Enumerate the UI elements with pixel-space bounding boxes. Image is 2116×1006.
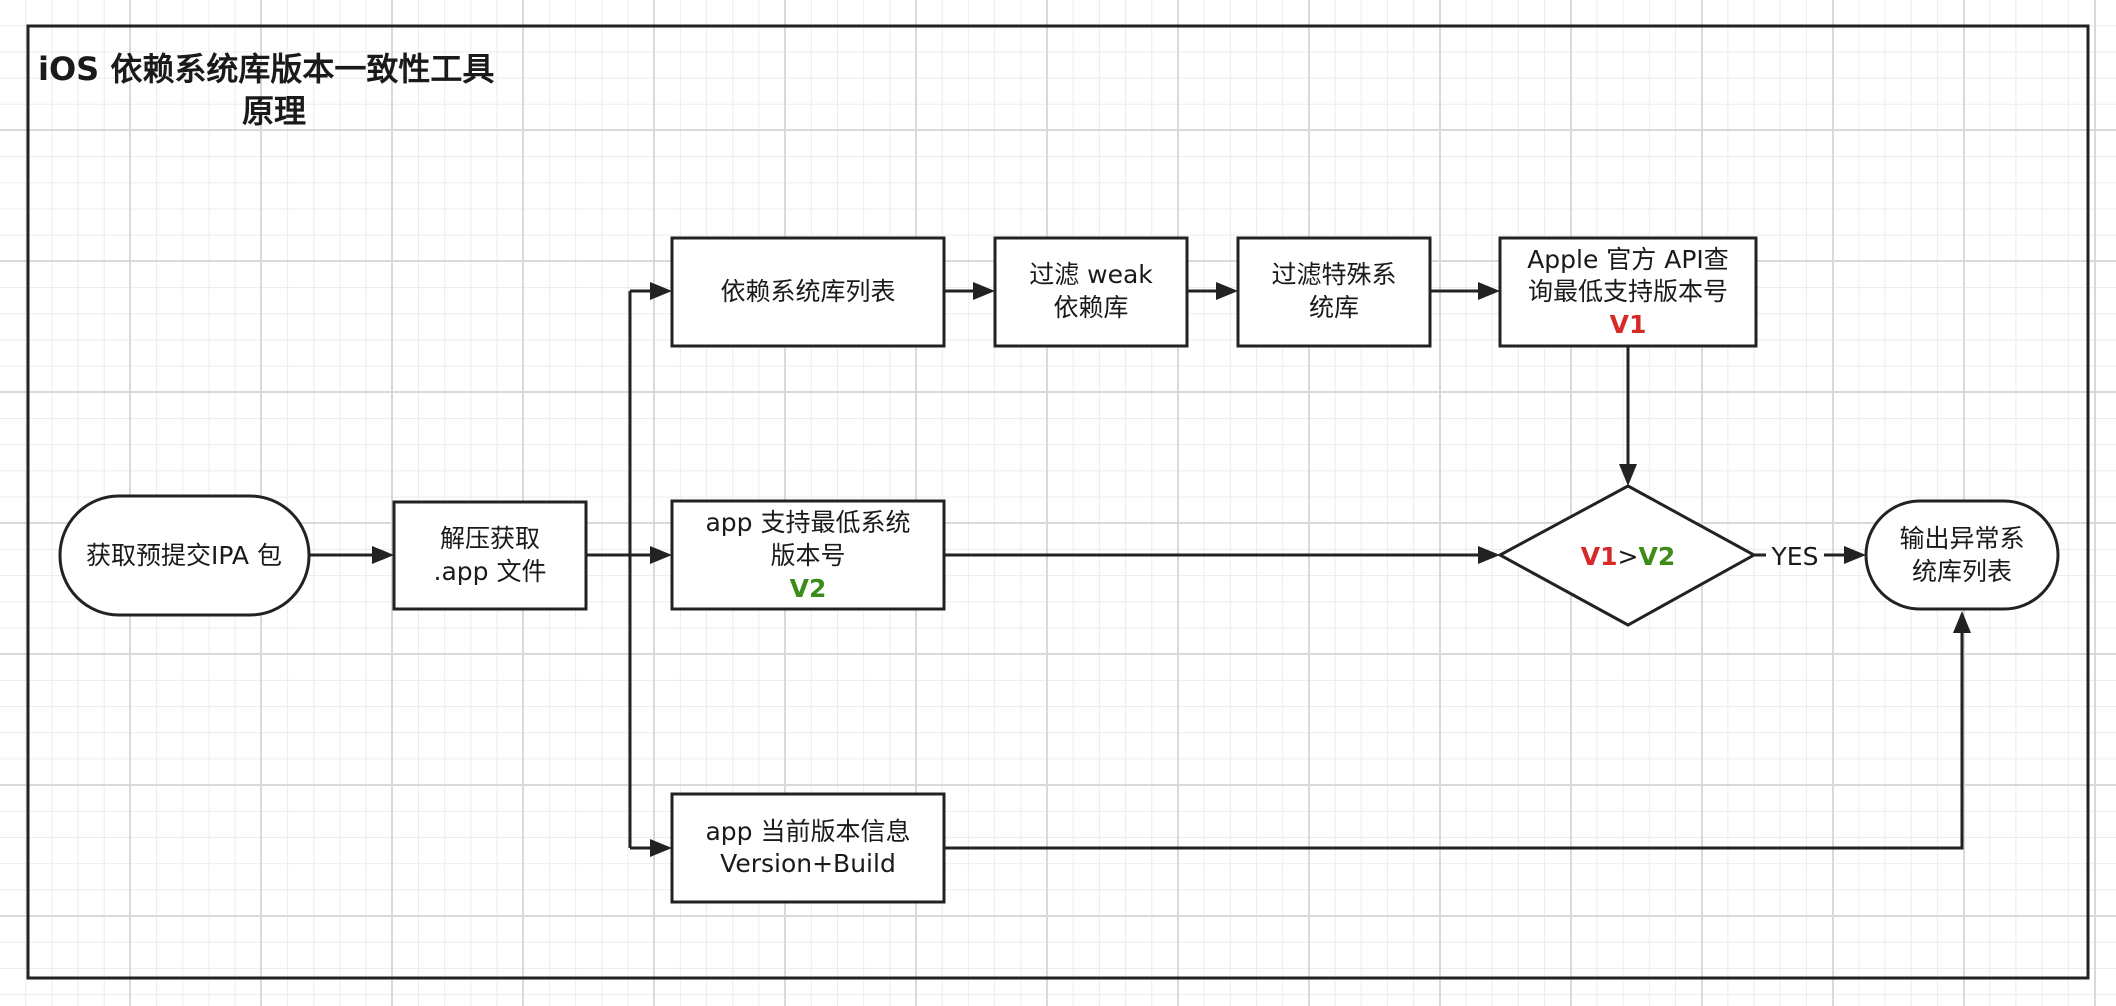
node-filter-special: 过滤特殊系 统库 <box>1236 236 1432 348</box>
arrowhead <box>650 546 672 564</box>
diagram-frame <box>26 24 2090 980</box>
node-compare: V1>V2 <box>1496 484 1758 627</box>
version-badge-v2: V2 <box>790 574 827 603</box>
yes-label: YES <box>1771 542 1819 571</box>
arrowhead <box>973 282 995 300</box>
compare-operator: > <box>1618 542 1639 571</box>
arrowhead <box>1953 611 1971 633</box>
process-shape <box>993 236 1189 348</box>
node-app-current: app 当前版本信息 Version+Build <box>670 792 946 904</box>
node-label-line2: 统库 <box>1309 293 1359 322</box>
node-dep-list: 依赖系统库列表 <box>670 236 946 348</box>
arrowhead <box>372 546 394 564</box>
process-shape <box>670 499 946 611</box>
node-label-line2: Version+Build <box>720 849 896 878</box>
compare-expression: V1>V2 <box>1581 542 1675 571</box>
arrowhead <box>1619 464 1637 486</box>
node-app-min: app 支持最低系统 版本号 V2 <box>670 499 946 611</box>
arrowhead <box>1216 282 1238 300</box>
node-label-line1: 输出异常系 <box>1899 524 2024 553</box>
node-label-line2: 统库列表 <box>1912 557 2012 586</box>
process-shape <box>670 236 946 348</box>
node-label-line1: Apple 官方 API查 <box>1527 245 1729 274</box>
node-label-line2: 版本号 <box>770 541 845 570</box>
edge-app-current-to-output <box>944 632 1964 850</box>
node-label-line1: 过滤 weak <box>1029 260 1153 289</box>
node-get-ipa: 获取预提交IPA 包 <box>58 494 311 617</box>
decision-shape <box>1496 484 1758 627</box>
arrowhead <box>1844 546 1866 564</box>
process-shape <box>1236 236 1432 348</box>
node-filter-weak: 过滤 weak 依赖库 <box>993 236 1189 348</box>
node-label-line1: app 支持最低系统 <box>705 508 910 537</box>
node-unzip: 解压获取 .app 文件 <box>392 500 588 611</box>
node-apple-api: Apple 官方 API查 询最低支持版本号 V1 <box>1498 236 1758 348</box>
node-label-line2: .app 文件 <box>434 557 547 586</box>
node-label: 获取预提交IPA 包 <box>86 541 282 570</box>
arrowhead <box>650 282 672 300</box>
node-label-line1: 过滤特殊系 <box>1271 260 1396 289</box>
arrowhead <box>650 839 672 857</box>
terminal-shape <box>1864 499 2060 611</box>
terminal-shape <box>58 494 311 617</box>
compare-right: V2 <box>1638 542 1675 571</box>
node-label-line1: 解压获取 <box>440 524 540 553</box>
compare-left: V1 <box>1581 542 1618 571</box>
node-output: 输出异常系 统库列表 <box>1864 499 2060 611</box>
process-shape <box>392 500 588 611</box>
diagram-title-line1: iOS 依赖系统库版本一致性工具 <box>38 50 494 88</box>
arrowhead <box>1478 546 1500 564</box>
arrowhead <box>1478 282 1500 300</box>
node-label: 依赖系统库列表 <box>720 277 895 306</box>
node-label-line1: app 当前版本信息 <box>705 817 910 846</box>
diagram-title-line2: 原理 <box>242 92 306 130</box>
process-shape <box>1498 236 1758 348</box>
process-shape <box>670 792 946 904</box>
node-label-line2: 依赖库 <box>1053 293 1128 322</box>
version-badge-v1: V1 <box>1610 310 1647 339</box>
node-label-line2: 询最低支持版本号 <box>1528 277 1728 306</box>
edges <box>309 282 1971 857</box>
